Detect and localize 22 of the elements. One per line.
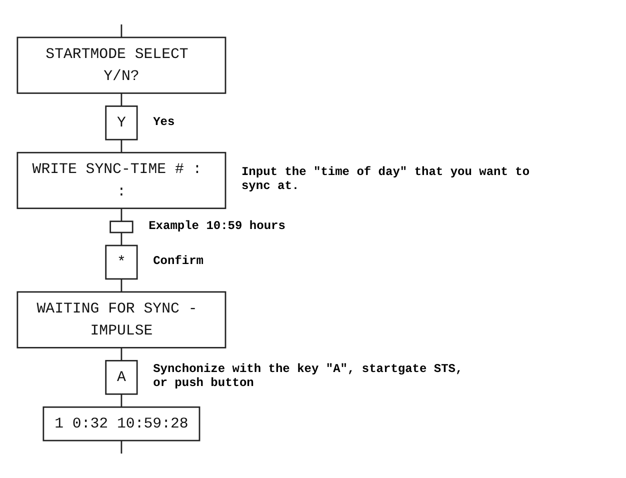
node-box bbox=[110, 220, 134, 234]
annotation-text: Synchonize with the key "A", startgate STS, or push button bbox=[153, 363, 464, 391]
connector bbox=[120, 140, 122, 153]
connector bbox=[120, 440, 122, 454]
connector bbox=[120, 232, 122, 246]
node-box: Y bbox=[105, 105, 138, 140]
connector bbox=[120, 348, 122, 361]
connector bbox=[120, 394, 122, 408]
node-box: 1 0:32 10:59:28 bbox=[42, 406, 200, 442]
node-box: A bbox=[105, 360, 138, 395]
connector bbox=[120, 24, 122, 38]
connector bbox=[120, 278, 122, 292]
node-box: WRITE SYNC-TIME # : : bbox=[16, 152, 226, 210]
annotation-text: Input the "time of day" that you want to sync at. bbox=[241, 166, 531, 194]
node-box: * bbox=[105, 244, 138, 280]
node-box: STARTMODE SELECT Y/N? bbox=[16, 36, 226, 94]
node-box: WAITING FOR SYNC - IMPULSE bbox=[16, 291, 226, 348]
connector bbox=[120, 208, 122, 222]
annotation-text: Yes bbox=[153, 116, 175, 130]
annotation-text: Confirm bbox=[153, 255, 204, 270]
annotation-text: Example 10:59 hours bbox=[148, 220, 286, 234]
connector bbox=[120, 93, 122, 106]
